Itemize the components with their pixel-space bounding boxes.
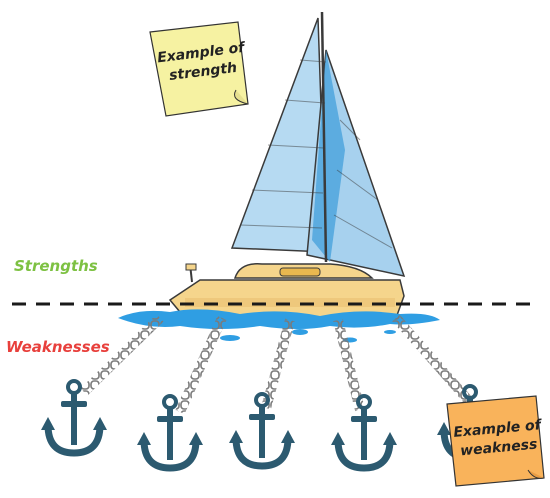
anchor-icon (41, 381, 107, 453)
weaknesses-label: Weaknesses (6, 338, 110, 356)
weakness-note: Example of weakness (451, 416, 546, 462)
strength-note-paper (149, 21, 249, 117)
weakness-note-paper (446, 395, 545, 487)
anchor-icon (229, 394, 295, 466)
mast (320, 11, 328, 263)
anchor-icon (137, 396, 203, 468)
sails (230, 11, 406, 278)
water-splash (118, 309, 440, 343)
strengths-label: Strengths (14, 257, 98, 275)
anchor-icon (331, 396, 397, 468)
sail-shadow (312, 50, 345, 262)
anchor-chains (80, 314, 472, 415)
